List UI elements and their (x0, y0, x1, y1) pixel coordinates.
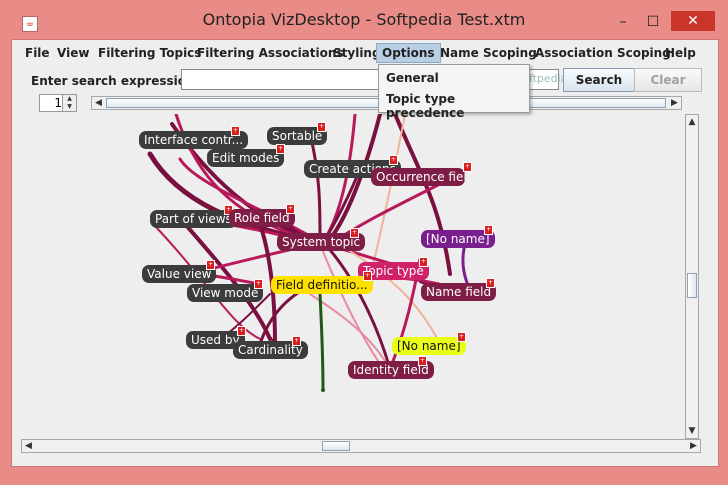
menu-view[interactable]: View (57, 46, 90, 60)
vertical-scroll-thumb[interactable] (687, 273, 697, 298)
node-badge[interactable]: + (350, 228, 359, 238)
bottom-horizontal-scrollbar[interactable]: ◀ ▶ (21, 439, 701, 453)
menu-item-topic-type-precedence[interactable]: Topic type precedence (386, 92, 465, 120)
graph-node-no-name-purple[interactable]: [No name] (421, 230, 495, 248)
graph-node-edit-modes[interactable]: Edit modes (207, 149, 285, 167)
edge (318, 292, 325, 392)
scroll-right-icon[interactable]: ▶ (690, 441, 697, 451)
close-button[interactable]: ✕ (671, 11, 715, 31)
graph-node-dot (321, 388, 325, 392)
scroll-left-icon[interactable]: ◀ (25, 441, 32, 451)
vertical-scrollbar[interactable]: ▲ ▼ (685, 114, 699, 439)
clear-button[interactable]: Clear (634, 68, 702, 92)
scroll-right-icon[interactable]: ▶ (671, 98, 678, 108)
menu-options[interactable]: Options (376, 43, 441, 63)
node-badge[interactable]: + (463, 162, 472, 172)
node-badge[interactable]: + (286, 204, 295, 214)
edge (178, 157, 322, 244)
edge (328, 114, 382, 241)
client-area: File View Filtering Topics Filtering Ass… (11, 39, 719, 467)
node-badge[interactable]: + (484, 225, 493, 235)
graph-node-cardinality[interactable]: Cardinality (233, 341, 308, 359)
graph-node-sortable[interactable]: Sortable (267, 127, 328, 145)
node-badge[interactable]: + (363, 271, 372, 281)
menu-filtering-associations[interactable]: Filtering Associations (197, 46, 344, 60)
menu-styling[interactable]: Styling (333, 46, 381, 60)
node-badge[interactable]: + (292, 336, 301, 346)
window-title: Ontopia VizDesktop - Softpedia Test.xtm (202, 10, 526, 29)
node-badge[interactable]: + (389, 155, 398, 165)
graph-node-field-definition[interactable]: Field definitio... (271, 276, 373, 294)
graph-node-identity-field[interactable]: Identity field (348, 361, 434, 379)
graph-node-system-topic[interactable]: System topic (277, 233, 366, 251)
search-row: Enter search expression www.softpedia.co… (12, 66, 718, 96)
navigation-row: 1 ▲ ▼ ◀ ▶ (12, 94, 718, 114)
scroll-down-icon[interactable]: ▼ (688, 426, 696, 436)
spinner-down-icon[interactable]: ▼ (62, 103, 76, 111)
node-badge[interactable]: + (418, 356, 427, 366)
node-badge[interactable]: + (419, 257, 428, 267)
node-badge[interactable]: + (317, 122, 326, 132)
graph-node-name-field[interactable]: Name field (421, 283, 497, 301)
graph-node-value-view[interactable]: Value view (142, 265, 217, 283)
node-badge[interactable]: + (457, 332, 466, 342)
edge (334, 241, 441, 345)
menu-file[interactable]: File (25, 46, 50, 60)
menu-help[interactable]: Help (665, 46, 696, 60)
edge (319, 243, 381, 365)
spinner-up-icon[interactable]: ▲ (62, 95, 76, 103)
graph-node-view-mode[interactable]: View mode (187, 284, 264, 302)
node-badge[interactable]: + (231, 126, 240, 136)
graph-node-role-field[interactable]: Role field (229, 209, 295, 227)
menu-filtering-topics[interactable]: Filtering Topics (98, 46, 202, 60)
level-spinner[interactable]: 1 ▲ ▼ (39, 94, 77, 112)
scroll-up-icon[interactable]: ▲ (688, 117, 696, 127)
edge (323, 242, 392, 371)
search-button[interactable]: Search (563, 68, 635, 92)
java-app-icon: ☕ (22, 16, 38, 32)
title-bar: ☕ Ontopia VizDesktop - Softpedia Test.xt… (0, 0, 728, 38)
graph-node-occurrence-field[interactable]: Occurrence fiel... (371, 168, 465, 186)
menu-association-scoping[interactable]: Association Scoping (535, 46, 671, 60)
scroll-left-icon[interactable]: ◀ (95, 98, 102, 108)
node-badge[interactable]: + (276, 144, 285, 154)
options-dropdown-menu: General Topic type precedence (378, 64, 530, 120)
node-badge[interactable]: + (206, 260, 215, 270)
graph-node-interface-control[interactable]: Interface contr... (139, 131, 249, 149)
edge (308, 132, 322, 241)
graph-canvas[interactable]: Interface contr... + Sortable + Edit mod… (20, 114, 687, 439)
node-badge[interactable]: + (254, 279, 263, 289)
node-badge[interactable]: + (486, 278, 495, 288)
maximize-button[interactable]: ☐ (646, 14, 660, 30)
bottom-scroll-thumb[interactable] (322, 441, 350, 451)
graph-node-used-by[interactable]: Used by (186, 331, 245, 349)
node-badge[interactable]: + (237, 326, 246, 336)
edge (258, 222, 277, 346)
graph-node-part-of-views[interactable]: Part of views (150, 210, 237, 228)
minimize-button[interactable]: – (619, 14, 627, 30)
graph-node-topic-type[interactable]: Topic type (358, 262, 429, 280)
menu-item-general[interactable]: General (386, 71, 439, 85)
search-label: Enter search expression (31, 74, 195, 88)
graph-node-no-name-lime[interactable]: [No name] (392, 337, 466, 355)
level-spinner-value: 1 (54, 96, 62, 110)
menu-bar: File View Filtering Topics Filtering Ass… (12, 40, 718, 65)
menu-name-scoping[interactable]: Name Scoping (440, 46, 537, 60)
